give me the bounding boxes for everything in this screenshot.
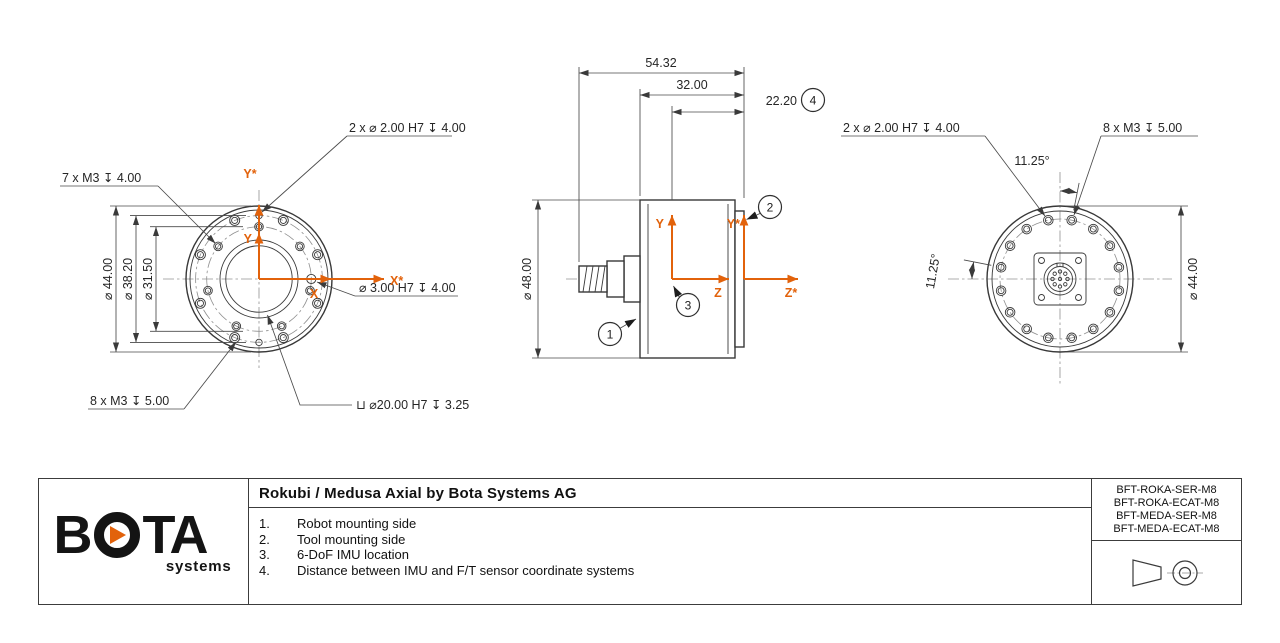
logo-letters-ta: TA — [142, 505, 209, 565]
note-text: Tool mounting side — [297, 531, 406, 547]
dim-7xm3-label: 7 x M3 ↧ 4.00 — [62, 171, 141, 185]
balloon-2: 2 — [767, 200, 774, 214]
note-row: 3. 6-DoF IMU location — [259, 547, 1091, 563]
title-block: B TA systems Rokubi / Medusa Axial by Bo… — [38, 478, 1242, 605]
front-axis-xstar-label: X* — [390, 274, 403, 288]
dim-dia38-front-label: ⌀ 38.20 — [121, 258, 135, 300]
drawing-notes: 1. Robot mounting side 2. Tool mounting … — [249, 508, 1091, 578]
part-number: BFT-ROKA-ECAT-M8 — [1113, 497, 1220, 509]
side-view: 54.32 32.00 22.20 ⌀ 48.00 Y Y* Z Z* 1 — [520, 56, 826, 359]
note-number: 3. — [259, 547, 270, 563]
side-coordinate-axes: Y Y* Z Z* — [656, 215, 798, 300]
note-number: 4. — [259, 562, 270, 578]
front-axis-y-label: Y — [244, 232, 253, 246]
back-connector — [1033, 252, 1087, 306]
logo-systems-text: systems — [165, 558, 232, 575]
bota-logo-cell: B TA systems — [39, 479, 249, 604]
front-leader-dims: 7 x M3 ↧ 4.00 2 x ⌀ 2.00 H7 ↧ 4.00 ⌀ 3.0… — [60, 121, 469, 412]
dim-angle-left-label: 11.25° — [923, 253, 943, 290]
back-bolt-holes — [995, 214, 1125, 344]
dim-2220-label: 22.20 — [766, 94, 797, 108]
note-number: 2. — [259, 531, 270, 547]
dim-dia44-back-label: ⌀ 44.00 — [1186, 258, 1200, 300]
side-axis-ystar-label: Y* — [727, 217, 740, 231]
dim-counterbore20-label: ⊔ ⌀20.00 H7 ↧ 3.25 — [356, 398, 469, 412]
drawing-views: ⌀ 44.00 ⌀ 38.20 ⌀ 31.50 7 x M3 ↧ 4.00 2 … — [60, 56, 1200, 412]
note-row: 1. Robot mounting side — [259, 516, 1091, 532]
back-angle-dims: 11.25° 11.25° — [923, 154, 1080, 290]
note-text: 6-DoF IMU location — [297, 547, 409, 563]
balloon-4: 4 — [810, 93, 817, 107]
note-row: 2. Tool mounting side — [259, 532, 1091, 548]
third-angle-projection-icon — [1131, 558, 1203, 587]
balloon-1: 1 — [607, 327, 614, 341]
dim-8xm3-back-label: 8 x M3 ↧ 5.00 — [1103, 121, 1182, 135]
dim-pin3-label: ⌀ 3.00 H7 ↧ 4.00 — [359, 281, 456, 295]
side-axis-z-label: Z — [714, 286, 722, 300]
front-view: ⌀ 44.00 ⌀ 38.20 ⌀ 31.50 7 x M3 ↧ 4.00 2 … — [60, 121, 469, 412]
projection-symbol-cell — [1092, 541, 1241, 604]
balloon-3: 3 — [685, 298, 692, 312]
dim-dia31-front-label: ⌀ 31.50 — [141, 258, 155, 300]
logo-letter-b: B — [53, 505, 93, 565]
dim-5432-label: 54.32 — [645, 56, 676, 70]
title-block-main: Rokubi / Medusa Axial by Bota Systems AG… — [249, 479, 1091, 604]
note-text: Distance between IMU and F/T sensor coor… — [297, 562, 635, 578]
front-axis-x-label: X — [310, 287, 319, 301]
dim-dia48-label: ⌀ 48.00 — [520, 258, 534, 300]
side-axis-y-label: Y — [656, 217, 665, 231]
part-number: BFT-MEDA-SER-M8 — [1116, 510, 1217, 522]
dim-2xpin-front-label: 2 x ⌀ 2.00 H7 ↧ 4.00 — [349, 121, 466, 135]
side-dia48-dim: ⌀ 48.00 — [520, 199, 640, 359]
part-number: BFT-MEDA-ECAT-M8 — [1113, 523, 1220, 535]
drawing-title: Rokubi / Medusa Axial by Bota Systems AG — [249, 479, 1091, 508]
balloon-callouts: 1 2 3 4 — [597, 87, 826, 347]
title-block-right: BFT-ROKA-SER-M8 BFT-ROKA-ECAT-M8 BFT-MED… — [1091, 479, 1241, 604]
dim-2xpin-back-label: 2 x ⌀ 2.00 H7 ↧ 4.00 — [843, 121, 960, 135]
side-connector — [578, 255, 641, 303]
front-coordinate-axes: Y* Y X X* — [243, 167, 403, 301]
back-view: ⌀ 44.00 2 x ⌀ 2.00 H7 ↧ 4.00 8 x M3 ↧ 5.… — [841, 121, 1200, 386]
logo-o-icon — [93, 512, 140, 558]
dim-3200-label: 32.00 — [676, 78, 707, 92]
front-axis-ystar-label: Y* — [243, 167, 256, 181]
part-number-list: BFT-ROKA-SER-M8 BFT-ROKA-ECAT-M8 BFT-MED… — [1092, 479, 1241, 541]
dim-8xm3-front-label: 8 x M3 ↧ 5.00 — [90, 394, 169, 408]
dim-angle-top-label: 11.25° — [1014, 154, 1049, 168]
dim-dia44-front-label: ⌀ 44.00 — [101, 258, 115, 300]
note-row: 4. Distance between IMU and F/T sensor c… — [259, 563, 1091, 579]
front-8x-m3-holes — [194, 214, 324, 344]
part-number: BFT-ROKA-SER-M8 — [1116, 484, 1217, 496]
bota-logo-wordmark: B TA — [54, 508, 234, 562]
side-axis-zstar-label: Z* — [785, 286, 798, 300]
back-leader-dims: 2 x ⌀ 2.00 H7 ↧ 4.00 8 x M3 ↧ 5.00 — [841, 121, 1198, 217]
bota-logo: B TA systems — [54, 508, 234, 575]
note-text: Robot mounting side — [297, 516, 417, 531]
front-7x-m3-holes — [203, 221, 315, 331]
logo-play-icon — [109, 525, 126, 544]
back-dia44-dim: ⌀ 44.00 — [1066, 205, 1200, 353]
side-length-dims: 54.32 32.00 22.20 — [578, 56, 797, 262]
front-diameter-dims: ⌀ 44.00 ⌀ 38.20 ⌀ 31.50 — [101, 205, 251, 353]
note-number: 1. — [259, 516, 270, 531]
